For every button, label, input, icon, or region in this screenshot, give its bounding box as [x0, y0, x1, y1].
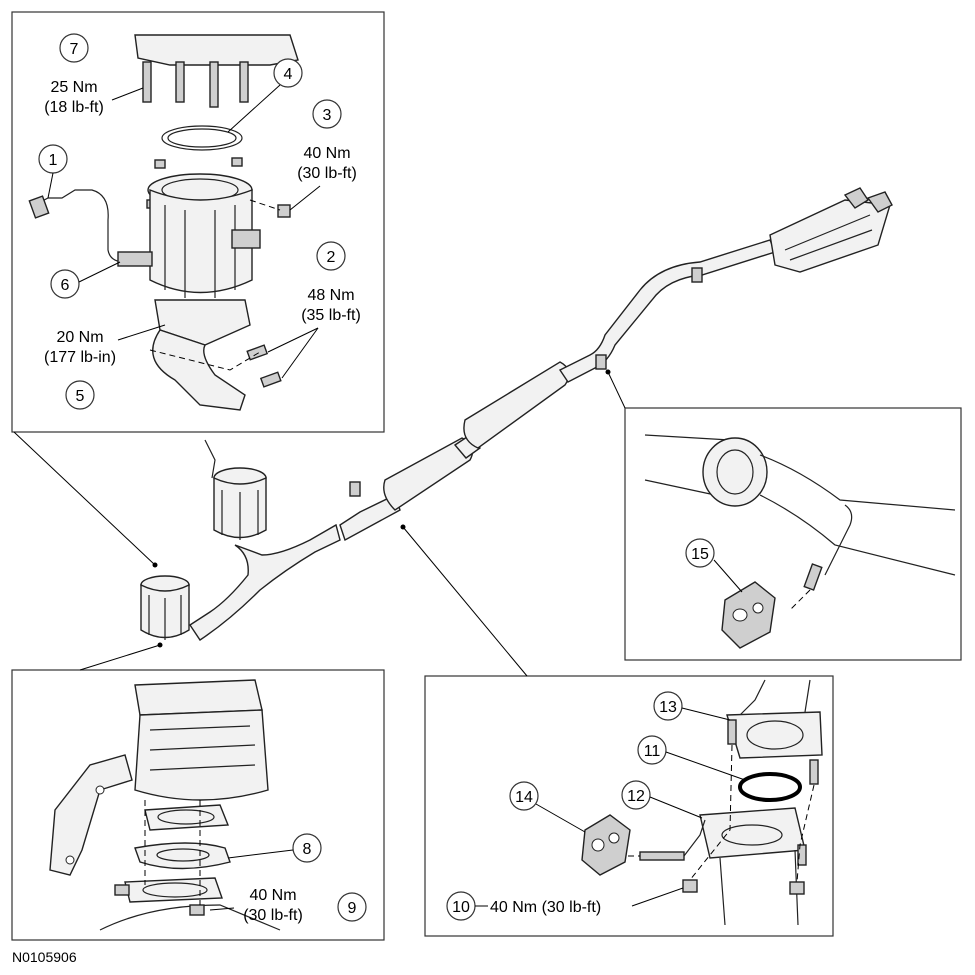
callout-3: 3 40 Nm (30 lb-ft) [289, 99, 357, 211]
callout-8: 8 [227, 833, 322, 863]
torque-5-metric: 20 Nm [56, 329, 103, 346]
callout-1: 1 [38, 144, 68, 199]
callout-4-number: 4 [284, 66, 293, 83]
gasket-ring [738, 772, 802, 802]
torque-9-metric: 40 Nm [249, 887, 296, 904]
callout-9: 40 Nm (30 lb-ft) 9 [209, 887, 367, 924]
callout-11: 11 [637, 735, 746, 781]
stud-set [142, 61, 249, 108]
torque-2-metric: 48 Nm [307, 287, 354, 304]
pipe-flange-inset [581, 679, 823, 926]
callout-5: 20 Nm (177 lb-in) 5 [44, 324, 166, 410]
callout-14: 14 [509, 781, 586, 833]
callout-8-number: 8 [303, 841, 312, 858]
muffler-hanger-inset [644, 434, 956, 649]
torque-7-imperial: (18 lb-ft) [44, 99, 104, 116]
callout-2-number: 2 [327, 249, 336, 266]
callout-13-number: 13 [659, 699, 677, 716]
inset-right [624, 407, 962, 661]
callout-15: 15 [685, 538, 743, 593]
callout-3-number: 3 [323, 107, 332, 124]
callout-15-number: 15 [691, 546, 709, 563]
callout-12-number: 12 [627, 788, 645, 805]
callout-10: 10 40 Nm (30 lb-ft) [446, 887, 684, 921]
bolts-lower [246, 344, 282, 388]
callout-6-number: 6 [61, 277, 70, 294]
torque-3-imperial: (30 lb-ft) [297, 165, 357, 182]
converter-flange-inset [49, 679, 281, 931]
torque-9-imperial: (30 lb-ft) [243, 907, 303, 924]
callout-11-number: 11 [644, 743, 661, 760]
callout-7: 7 25 Nm (18 lb-ft) [44, 33, 144, 116]
callout-9-number: 9 [348, 900, 357, 917]
callout-6: 6 [50, 261, 121, 299]
figure-id: N0105906 [12, 949, 77, 965]
callout-7-number: 7 [70, 41, 79, 58]
callout-5-number: 5 [76, 388, 85, 405]
upstream-catalytic-converter-assembly [28, 34, 299, 411]
main-exhaust-system [140, 187, 893, 641]
torque-3-metric: 40 Nm [303, 145, 350, 162]
callout-14-number: 14 [515, 789, 533, 806]
callout-13: 13 [653, 691, 731, 721]
callout-1-number: 1 [49, 152, 58, 169]
gasket [161, 125, 243, 151]
torque-7-metric: 25 Nm [50, 79, 97, 96]
torque-5-imperial: (177 lb-in) [44, 349, 116, 366]
callout-10-number: 10 [452, 899, 470, 916]
oxygen-sensor [28, 189, 153, 267]
callout-12: 12 [621, 780, 703, 819]
inset-leader-lines [13, 369, 626, 677]
callout-4: 4 [227, 58, 303, 133]
callout-2: 2 48 Nm (35 lb-ft) [267, 241, 361, 379]
torque-2-imperial: (35 lb-ft) [301, 307, 361, 324]
torque-10: 40 Nm (30 lb-ft) [490, 899, 601, 916]
